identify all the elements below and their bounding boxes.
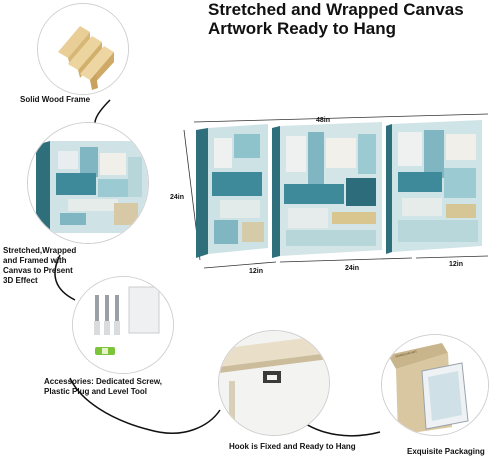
frame-label: Solid Wood Frame	[20, 95, 91, 104]
hook-image	[218, 330, 330, 436]
wood-sticks-icon	[58, 26, 114, 90]
plastic-plug-icon	[94, 321, 120, 335]
page-title: Stretched and Wrapped Canvas Artwork Rea…	[208, 0, 464, 38]
height-label: 24in	[170, 194, 185, 201]
accessories-label: Accessories: Dedicated Screw, Plastic Pl…	[44, 377, 162, 396]
screw-icon	[95, 295, 119, 321]
stretched-label: Stretched,Wrapped and Framed with Canvas…	[3, 246, 77, 285]
level-tool-icon	[95, 347, 115, 355]
right-width-label: 12in	[449, 261, 464, 268]
center-width-label: 24in	[345, 265, 360, 272]
width-total-label: 48in	[316, 117, 331, 124]
packaging-label: Exquisite Packaging	[407, 447, 485, 456]
left-width-label: 12in	[249, 268, 264, 275]
canvas-3d-image	[27, 122, 149, 244]
wood-frame-image	[37, 3, 129, 95]
accessories-image	[72, 276, 174, 374]
hook-label: Hook is Fixed and Ready to Hang	[229, 442, 356, 451]
packaging-image	[381, 334, 489, 436]
triptych-artwork	[183, 113, 489, 269]
hook-icon	[263, 371, 281, 383]
